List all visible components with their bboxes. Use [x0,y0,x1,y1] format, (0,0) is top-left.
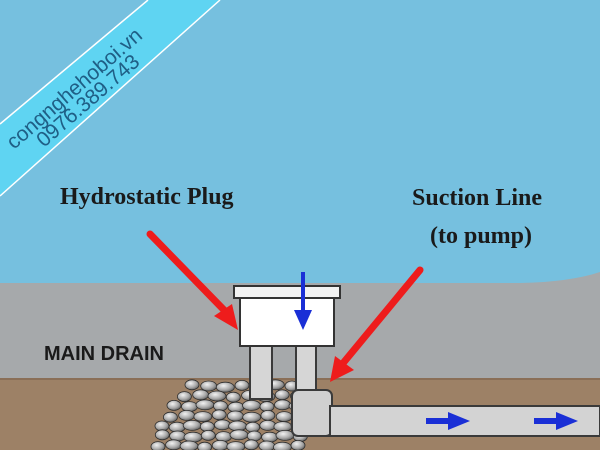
gravel-stone [184,379,200,391]
gravel-stone [154,429,170,441]
gravel-stone [215,431,233,443]
gravel-stone [273,421,293,433]
gravel-stone [211,409,227,421]
gravel-stone [182,419,202,431]
gravel-stone [213,419,231,431]
left-drain-pipe [249,344,273,400]
gravel-stone [193,411,213,423]
gravel-stone [226,410,244,422]
gravel-stone [261,431,279,443]
gravel-stone [197,441,213,450]
hydrostatic-plug-label: Hydrostatic Plug [60,184,234,210]
red-pointer-arrow-icon [330,266,424,382]
gravel-stone [192,389,210,401]
gravel-stone [207,390,227,402]
gravel-stone [195,399,215,411]
gravel-stone [176,391,192,403]
blue-flow-arrow-icon [534,412,578,430]
gravel-stone [183,431,203,443]
red-pointer-arrow-icon [146,230,238,330]
gravel-stone [275,411,293,423]
gravel-stone [165,439,182,450]
gravel-stone [179,440,199,450]
gravel-stone [260,409,276,421]
gravel-stone [150,441,166,450]
gravel-stone [290,440,306,450]
gravel-stone [246,430,262,442]
gravel-stone [259,419,277,431]
gravel-stone [273,441,292,450]
gravel-stone [243,439,259,450]
gravel-stone [200,429,216,441]
gravel-stone [234,379,250,391]
gravel-stone [181,401,198,413]
gravel-stone [226,441,246,450]
drain-box-lid [233,285,341,299]
drain-box [239,297,335,347]
gravel-stone [242,411,262,423]
gravel-stone [225,391,241,403]
blue-flow-arrow-icon [294,272,312,330]
elbow-coupling [291,389,333,437]
blue-flow-arrow-icon [426,412,470,430]
gravel-stone [245,421,261,433]
gravel-stone [258,440,276,450]
gravel-stone [166,399,182,411]
gravel-stone [200,380,218,392]
gravel-stone [242,399,261,411]
suction-line-sublabel: (to pump) [430,223,532,249]
main-drain-label: MAIN DRAIN [44,343,164,365]
gravel-stone [211,440,229,450]
gravel-stone [162,411,178,423]
gravel-stone [274,399,291,411]
gravel-stone [229,429,249,441]
suction-line-label: Suction Line [412,185,542,211]
gravel-stone [274,389,290,401]
gravel-stone [178,409,196,421]
gravel-stone [215,381,235,393]
